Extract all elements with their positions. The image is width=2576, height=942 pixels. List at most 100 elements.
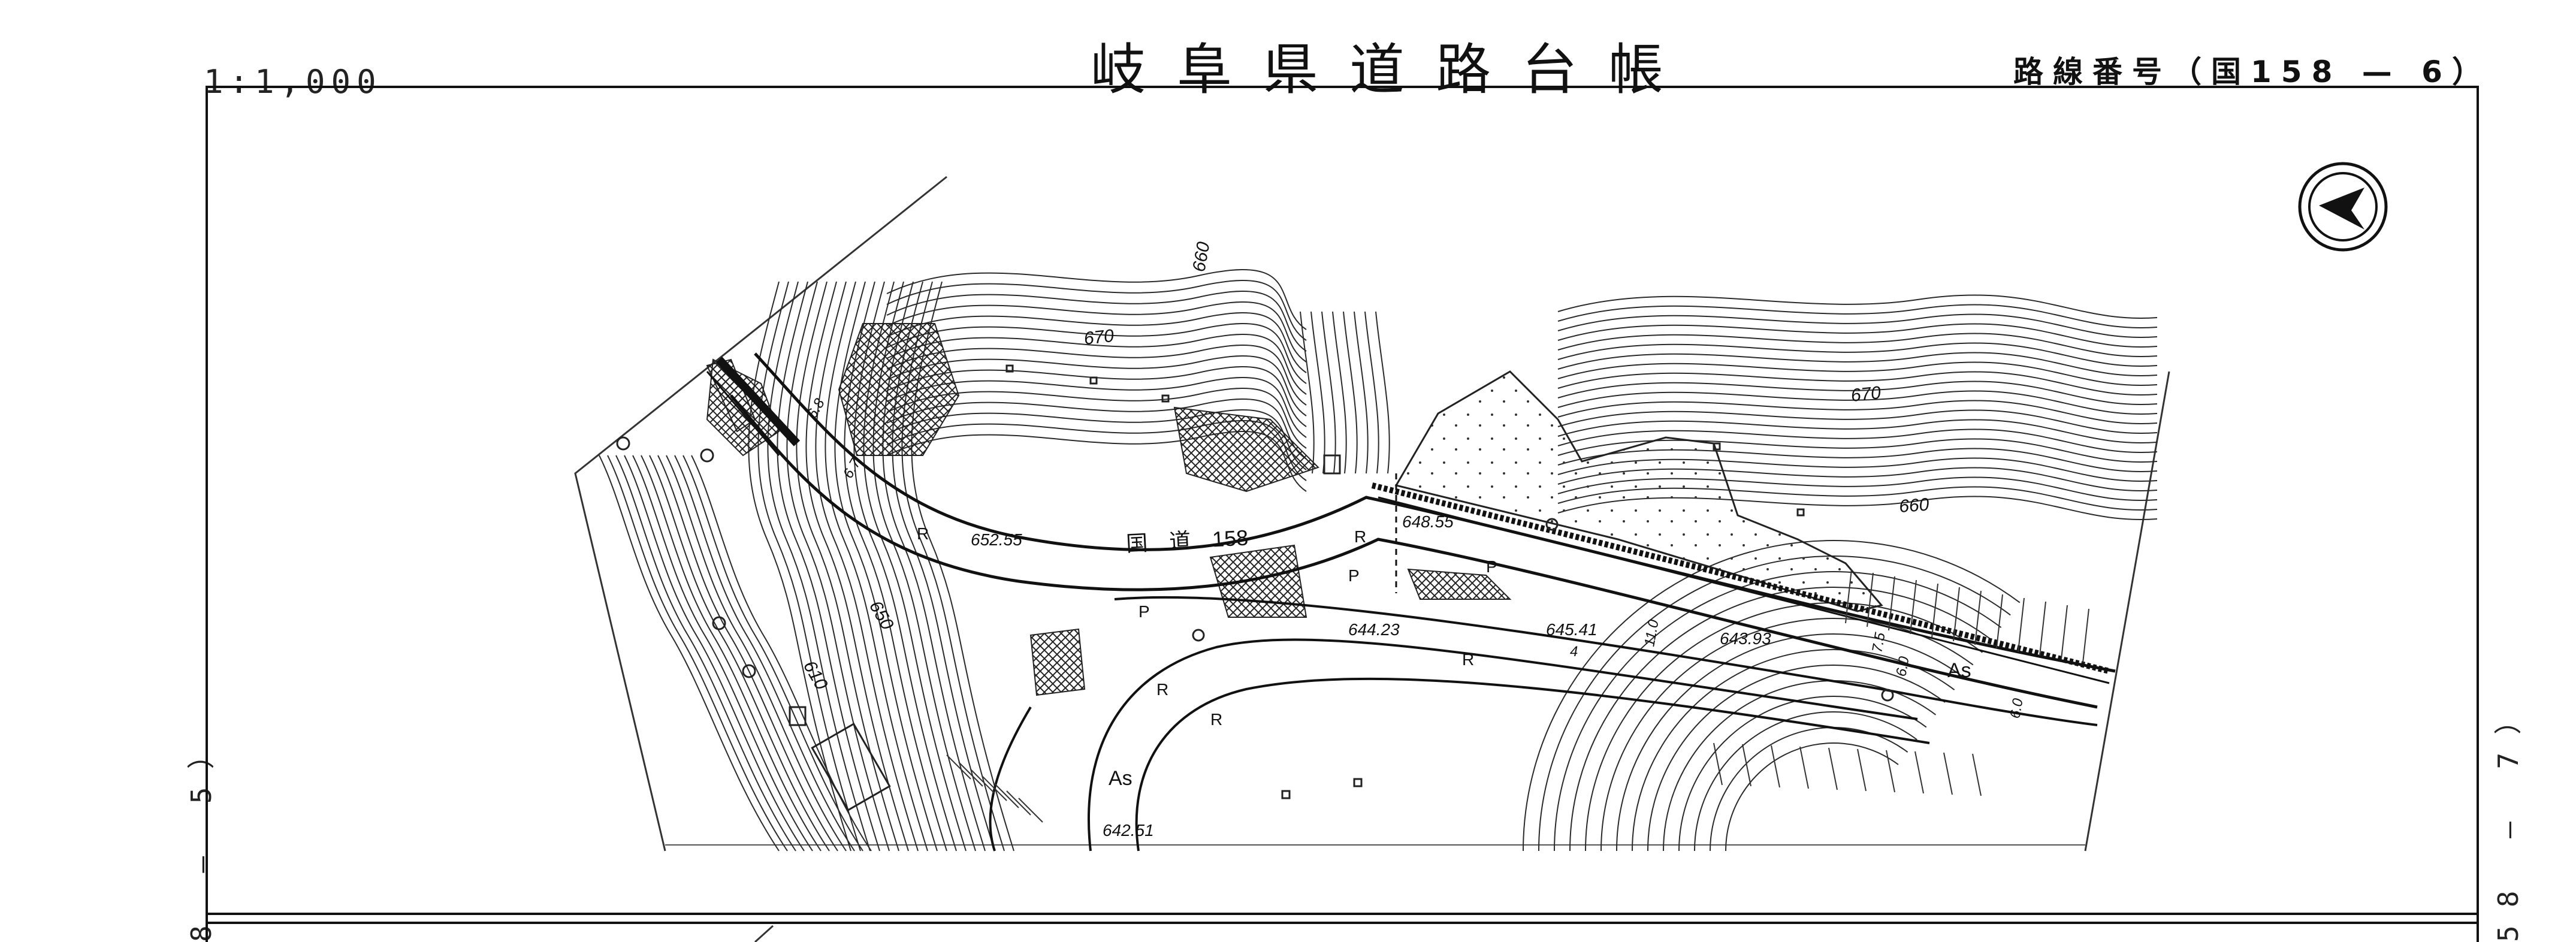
slope-tick: [982, 776, 1007, 801]
slope-tick: [994, 783, 1019, 808]
slope-tick: [1953, 587, 1960, 642]
elevation-label: 643.93: [1720, 629, 1771, 648]
map-scale: 1:1,000: [204, 63, 382, 101]
contour-line: [1585, 602, 1983, 852]
structures: [616, 364, 1894, 812]
slope-tick: [1799, 746, 1809, 789]
contour-line: [1300, 311, 1315, 474]
lot-label: P: [1138, 602, 1150, 621]
slope-tick: [1857, 748, 1867, 792]
contour-label: 660: [1189, 240, 1213, 273]
slope-tick: [1943, 752, 1953, 795]
contour-line: [886, 323, 1307, 384]
contour-line: [657, 455, 838, 852]
contour-line: [1523, 540, 2021, 852]
contour-line: [1557, 342, 2158, 367]
side-road: [989, 596, 2098, 852]
lot-label: R: [1462, 650, 1474, 669]
contour-line: [1557, 304, 2158, 328]
contour-line: [886, 301, 1307, 363]
contour-line: [1557, 390, 2158, 415]
contour-line: [1557, 333, 2158, 357]
contour-line: [641, 455, 822, 852]
slope-tick: [1006, 790, 1031, 816]
width-label: 6.7: [840, 455, 865, 481]
contour-line: [886, 377, 1307, 438]
slope-tick: [1771, 745, 1780, 788]
contour-line: [805, 281, 909, 852]
contour-line: [682, 455, 863, 852]
contour-line: [1557, 409, 2158, 434]
north-arrow-symbol: [2298, 162, 2388, 252]
lot-label: R: [917, 524, 929, 543]
slope-tick: [1018, 798, 1043, 823]
slope-tick: [1972, 753, 1982, 796]
slope-tick: [970, 769, 995, 794]
contour-line: [796, 281, 899, 852]
contour-line: [674, 455, 855, 852]
slope-ticks: [946, 569, 2089, 823]
contour-line: [1557, 313, 2158, 338]
lot-label: P: [1348, 566, 1360, 585]
contour-line: [886, 269, 1307, 330]
contour-line: [886, 366, 1307, 427]
contour-line: [1557, 352, 2158, 376]
hatched-areas: [706, 323, 1512, 696]
slope-tick: [1974, 590, 1982, 645]
contour-line: [1725, 742, 1899, 852]
contour-line: [599, 455, 780, 852]
width-label: 4: [1570, 644, 1578, 660]
lot-label: P: [1486, 557, 1497, 576]
contour-line: [1616, 633, 1964, 852]
section-boundary-right: [2084, 371, 2170, 852]
contour-line: [615, 455, 796, 852]
section-boundary: [574, 176, 947, 852]
contour-lines: [599, 269, 2158, 852]
lot-label: R: [1354, 527, 1366, 546]
contour-line: [834, 281, 938, 852]
elevation-label: 644.23: [1348, 620, 1400, 639]
contour-line: [886, 345, 1307, 406]
road-name-label: 国 道 158: [1125, 525, 1249, 556]
slope-tick: [1914, 751, 1924, 794]
width-label: 6.0: [2007, 697, 2026, 720]
contour-line: [886, 355, 1307, 416]
surface-label: As: [1109, 767, 1133, 790]
contour-line: [1557, 294, 2158, 319]
elevation-label: 645.41: [1546, 620, 1597, 639]
width-label: 7.5: [1869, 631, 1888, 654]
contour-line: [1557, 381, 2158, 405]
slope-tick: [1931, 583, 1938, 638]
contour-line: [632, 455, 813, 852]
contour-line: [767, 281, 871, 852]
contour-line: [1557, 400, 2158, 424]
lot-label: R: [1210, 710, 1222, 729]
elevation-label: 642.51: [1103, 821, 1154, 840]
slope-tick: [1886, 750, 1895, 793]
contour-line: [649, 455, 830, 852]
contour-line: [1321, 311, 1336, 474]
slope-tick: [1888, 576, 1895, 631]
contour-line: [1569, 587, 1992, 852]
contour-label: 650: [865, 597, 898, 633]
contour-label: 660: [1898, 495, 1930, 517]
contour-line: [1632, 649, 1955, 852]
elevation-label: 648.55: [1402, 512, 1454, 531]
route-number: 路線番号（国158 — 6）: [2013, 55, 2492, 89]
contour-line: [1694, 711, 1917, 852]
road-158: [706, 352, 2116, 709]
contour-line: [624, 455, 805, 852]
width-label: 6.0: [1893, 655, 1912, 678]
contour-line: [666, 455, 847, 852]
slope-tick: [2061, 605, 2068, 660]
contour-line: [815, 281, 919, 852]
contour-line: [1600, 618, 1974, 852]
slope-tick: [1910, 579, 1917, 635]
slope-tick: [1867, 572, 1874, 627]
contour-line: [786, 281, 890, 852]
contour-line: [757, 281, 861, 852]
contour-line: [748, 281, 851, 852]
contour-line: [1354, 311, 1369, 474]
